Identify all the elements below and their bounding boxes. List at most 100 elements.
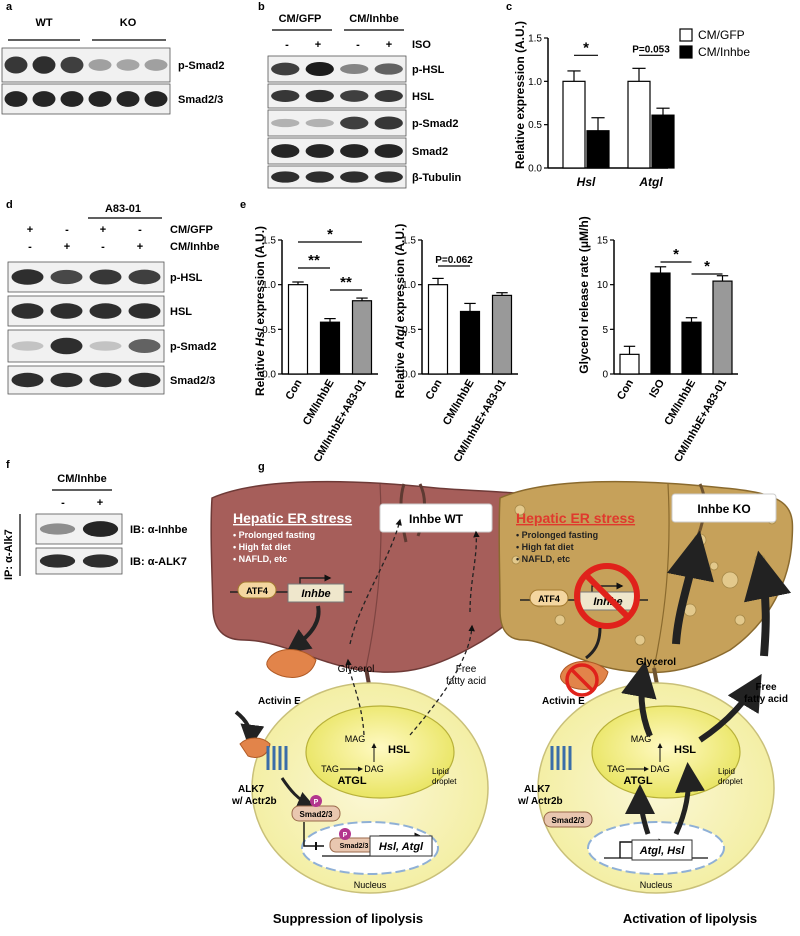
mag-wt-label: MAG <box>345 734 366 744</box>
y-tick-label: 1.0 <box>528 77 542 88</box>
inhbe-gene-box-wt <box>287 583 345 603</box>
panel-b-group-inhbe: CM/Inhbe <box>349 13 399 25</box>
wt-stress-bullet-1: • Prolonged fasting <box>233 530 315 540</box>
genotype-ko-label: Inhbe KO <box>697 502 750 516</box>
liver-ko <box>498 480 794 674</box>
blot-band <box>144 59 168 71</box>
blot-band <box>4 56 28 74</box>
significance-label: * <box>583 39 589 56</box>
blot-band <box>271 118 300 128</box>
glycerol-wt-label: Glycerol <box>338 664 375 675</box>
panel-b-sign-2: + <box>315 39 321 51</box>
panel-d: d A83-01 + - + - CM/GFP - + - + CM/Inhbe… <box>6 199 220 395</box>
blot-label-smad23: Smad2/3 <box>170 375 215 387</box>
y-tick-label: 0.0 <box>262 370 276 381</box>
panel-d-r2-s1: - <box>28 241 32 253</box>
panel-b-letter: b <box>258 1 265 13</box>
schematic-wild-type: Hepatic ER stress • Prolonged fasting • … <box>210 480 568 926</box>
blot-band <box>374 116 403 130</box>
category-label: Hsl <box>577 175 596 189</box>
atgl-wt-label: ATGL <box>337 775 366 787</box>
blot-band <box>340 90 369 102</box>
phosphate-circle-1 <box>310 795 322 807</box>
blot-band <box>271 171 300 183</box>
tag-wt-label: TAG <box>321 764 339 774</box>
blot-band <box>82 554 119 568</box>
wt-stress-bullet-2: • High fat diet <box>233 542 291 552</box>
significance-label: ** <box>308 252 320 269</box>
panel-d-r1-s4: - <box>138 224 142 236</box>
phosphate-label-2: P <box>343 832 348 839</box>
y-axis-title-part: Atgl <box>393 325 407 350</box>
y-tick-label: 0.5 <box>262 325 276 336</box>
lipid-ko-label-1: Lipid <box>718 767 735 776</box>
blot-band <box>128 372 161 388</box>
blot-band <box>305 171 334 183</box>
blot-band <box>50 337 83 355</box>
y-tick-label: 5 <box>602 325 608 336</box>
panel-f-sign-2: + <box>97 497 103 509</box>
significance-label: * <box>327 226 333 243</box>
panel-d-r2-s4: + <box>137 241 143 253</box>
panel-d-letter: d <box>6 199 13 211</box>
category-label: Con <box>284 377 305 402</box>
wt-stress-title: Hepatic ER stress <box>233 510 352 526</box>
actr2b-wt-label: w/ Actr2b <box>231 796 277 807</box>
significance-label: P=0.062 <box>435 255 473 266</box>
panel-f-title: CM/Inhbe <box>57 473 107 485</box>
blot-label-hsl: HSL <box>412 91 434 103</box>
legend-label: CM/Inhbe <box>698 45 750 59</box>
blot-label-psmad2: p-Smad2 <box>178 60 224 72</box>
bar <box>427 284 449 375</box>
bar <box>319 321 341 375</box>
y-axis-title: Relative expression (A.U.) <box>513 21 527 169</box>
y-tick-label: 1.5 <box>528 34 542 45</box>
blot-band <box>32 91 56 107</box>
y-axis-title: Relative Hsl expression (A.U.) <box>253 226 267 396</box>
lipid-droplet-wt <box>305 705 455 799</box>
y-tick-label: 1.5 <box>402 236 416 247</box>
activin-e-wt-label: Activin E <box>258 696 301 707</box>
bar <box>651 114 675 169</box>
blot-band <box>116 91 140 107</box>
panel-g-letter: g <box>258 461 265 473</box>
blot-band <box>340 116 369 130</box>
blot-band <box>11 303 44 319</box>
wt-stress-bullet-3: • NAFLD, etc <box>233 554 287 564</box>
prohibition-icon-small <box>565 663 599 697</box>
tag-ko-label: TAG <box>607 764 625 774</box>
panel-d-r1-s1: + <box>27 224 33 236</box>
blot-band <box>89 341 122 351</box>
y-axis-title-part: expression (A.U.) <box>253 226 267 328</box>
legend-swatch <box>679 28 693 42</box>
smad23-nuclear-wt-label: Smad2/3 <box>340 843 369 850</box>
blot-band <box>374 63 403 75</box>
category-label: Con <box>615 377 636 402</box>
y-axis-title-part: Hsl <box>253 327 267 346</box>
atf4-badge-ko <box>529 589 569 607</box>
glycerol-ko-label: Glycerol <box>636 657 676 668</box>
phosphate-circle-2 <box>339 828 351 840</box>
category-label: Atgl <box>638 175 663 189</box>
blot-band <box>50 303 83 319</box>
schematic-knockout: Hepatic ER stress • Prolonged fasting • … <box>498 480 794 926</box>
chart-e-hsl: 0.00.51.01.5ConCM/InhbECM/InhbE+A83-01**… <box>253 226 378 464</box>
y-tick-label: 10 <box>597 280 609 291</box>
y-axis-title-part: Relative <box>393 349 407 398</box>
ko-stress-title: Hepatic ER stress <box>516 510 635 526</box>
dag-wt-label: DAG <box>364 764 384 774</box>
panel-d-r2-s3: - <box>101 241 105 253</box>
panel-b-sign-1: - <box>285 39 289 51</box>
blot-band <box>340 144 369 158</box>
caption-suppression: Suppression of lipolysis <box>273 911 423 926</box>
blot-band <box>11 372 44 388</box>
y-tick-label: 0.5 <box>402 325 416 336</box>
genotype-box-ko <box>671 493 777 523</box>
panel-g: g Hepatic ER stress • Prolonged fasting … <box>210 461 794 926</box>
bar <box>491 294 513 375</box>
blot-label-psmad2: p-Smad2 <box>170 341 216 353</box>
ffa-ko-label-2: fatty acid <box>744 694 788 705</box>
y-axis-title: Glycerol release rate (μM/h) <box>577 216 591 373</box>
blot-band <box>374 89 403 103</box>
target-genes-wt-label: Hsl, Atgl <box>379 841 424 853</box>
